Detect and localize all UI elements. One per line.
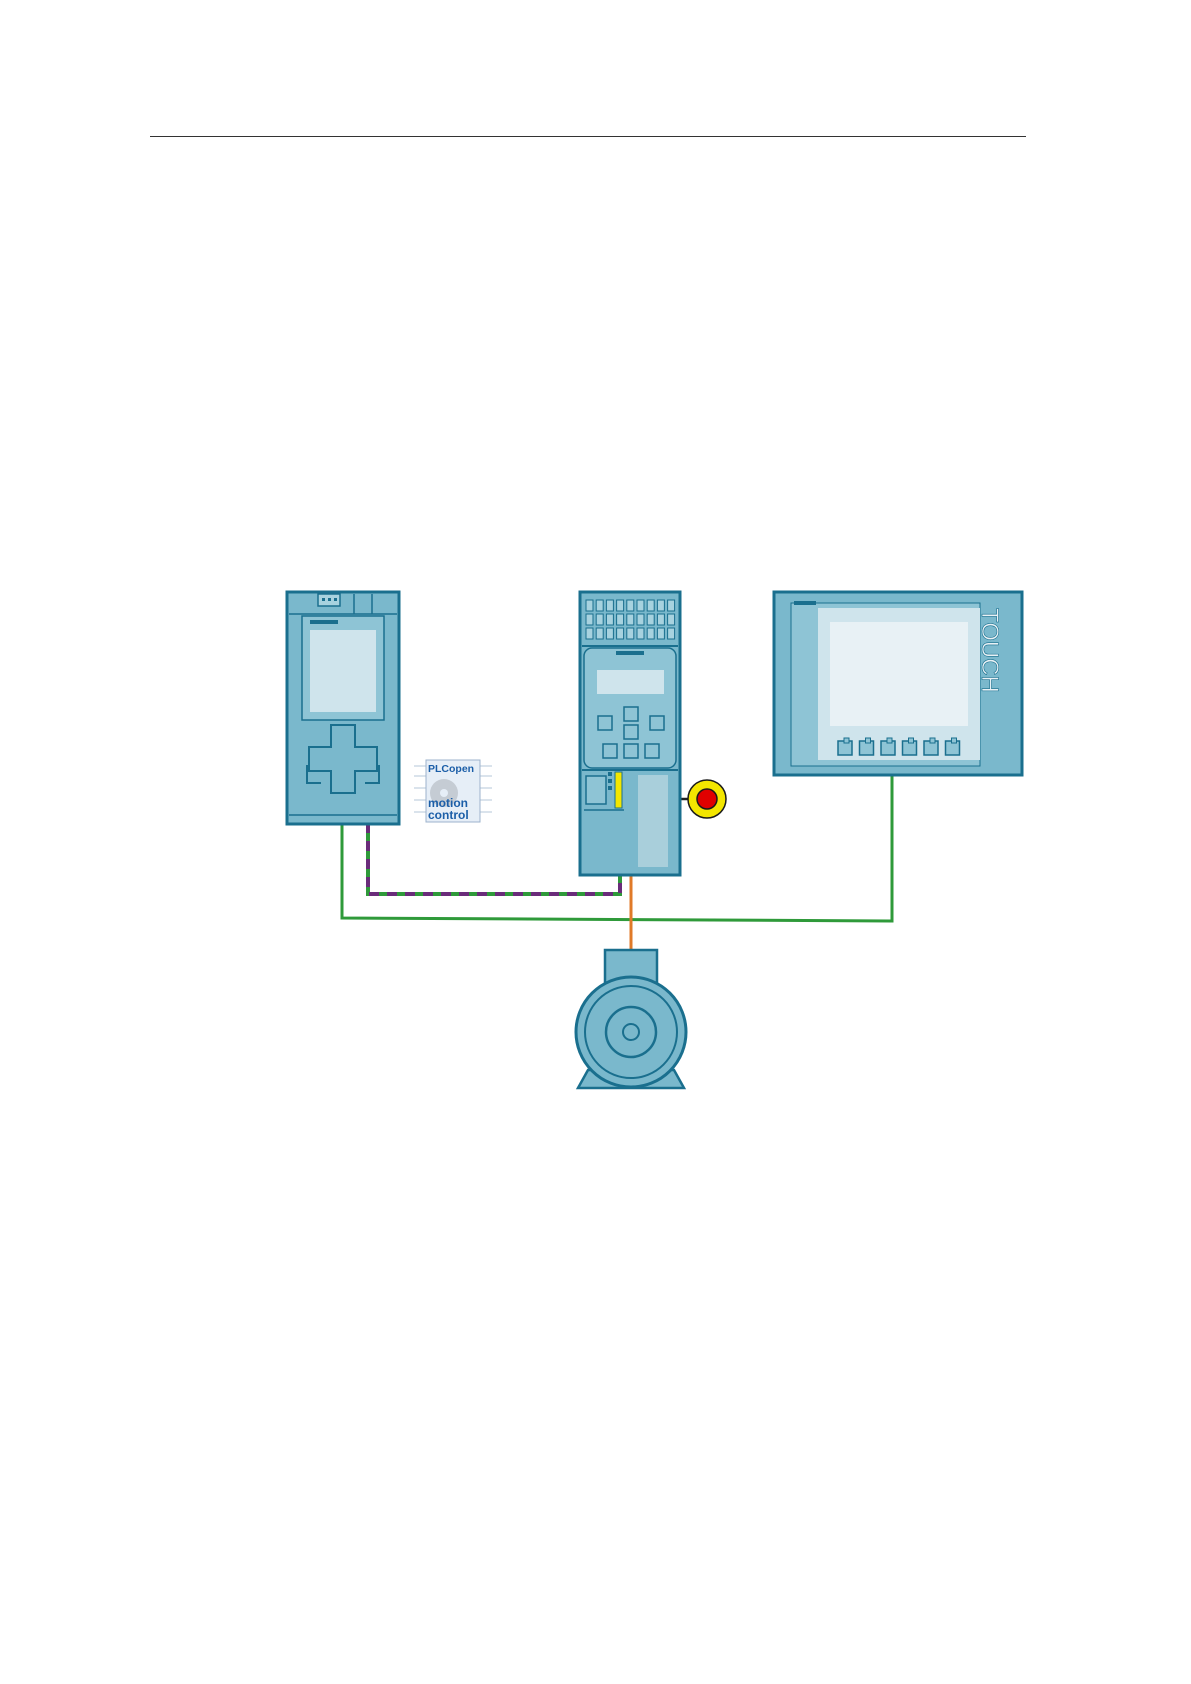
logo-line2b: control: [428, 808, 469, 822]
logo-line1: PLCopen: [428, 763, 474, 775]
drive-terminal: [596, 614, 603, 625]
plc-cpu-icon: [287, 592, 399, 824]
drive-terminal: [586, 614, 593, 625]
drive-terminal: [627, 614, 634, 625]
drive-terminal: [647, 614, 654, 625]
hmi-function-key-tab: [952, 738, 957, 743]
drive-terminal: [637, 628, 644, 639]
drive-terminal: [647, 628, 654, 639]
drive-terminal: [647, 600, 654, 611]
sinamics-drive-icon: [580, 592, 680, 875]
drive-terminal: [596, 600, 603, 611]
drive-terminal: [606, 600, 613, 611]
drive-terminal: [627, 600, 634, 611]
hmi-brand-label: TOUCH: [976, 608, 1003, 693]
drive-terminal: [586, 628, 593, 639]
drive-terminal: [668, 628, 675, 639]
drive-terminal: [617, 614, 624, 625]
hmi-touch-panel-icon: TOUCH: [774, 592, 1022, 775]
drive-terminal: [606, 628, 613, 639]
drive-terminal: [617, 628, 624, 639]
drive-terminal: [617, 600, 624, 611]
hmi-function-key-tab: [930, 738, 935, 743]
motor-icon: [576, 950, 686, 1088]
drive-terminal: [627, 628, 634, 639]
drive-terminal: [668, 614, 675, 625]
drive-terminal: [657, 614, 664, 625]
emergency-stop-icon: [688, 780, 726, 818]
hmi-function-key-tab: [844, 738, 849, 743]
drive-terminal: [657, 628, 664, 639]
drive-terminal: [637, 600, 644, 611]
drive-terminal: [586, 600, 593, 611]
drive-terminal: [668, 600, 675, 611]
drive-terminal: [657, 600, 664, 611]
hmi-function-key-tab: [866, 738, 871, 743]
drive-terminal: [596, 628, 603, 639]
plcopen-motion-control-logo: PLCopen motion control: [414, 760, 492, 822]
hmi-function-key-tab: [909, 738, 914, 743]
hmi-function-key-tab: [887, 738, 892, 743]
drive-terminal: [606, 614, 613, 625]
drive-terminal: [637, 614, 644, 625]
